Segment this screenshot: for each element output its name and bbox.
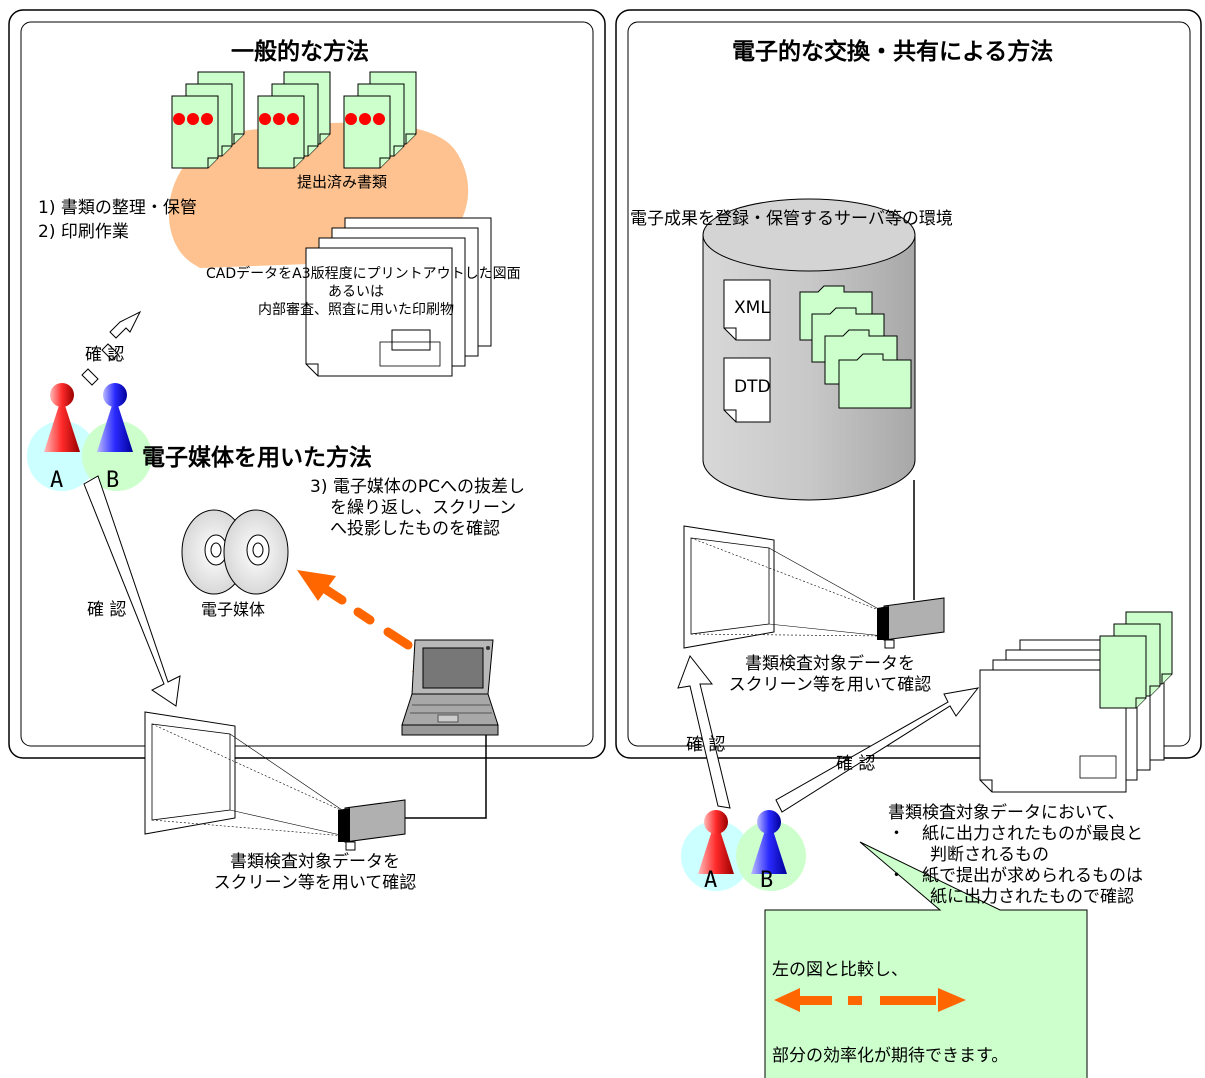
screen-caption-left-line2: スクリーン等を用いて確認 [213, 873, 417, 893]
person-a-left-label: A [50, 468, 64, 493]
comparison-callout [764, 841, 1088, 1078]
printout-caption-line1: CADデータをA3版程度にプリントアウトした図面 [206, 266, 521, 282]
person-b-left-label: B [106, 468, 120, 493]
step3-line3: へ投影したものを確認 [330, 519, 500, 539]
electronic-media-discs [181, 509, 289, 595]
submitted-docs-stack-3 [343, 71, 417, 169]
printout-caption-line3: 内部審査、照査に用いた印刷物 [258, 302, 454, 318]
callout-line1: 左の図と比較し、 [772, 960, 908, 980]
confirm-left-label: 確 認 [686, 735, 726, 755]
media-method-title: 電子媒体を用いた方法 [142, 445, 372, 471]
paper-printout-stack [979, 611, 1173, 793]
printed-drawings-stack [305, 217, 492, 377]
confirm-arrow-up [677, 654, 731, 809]
step3-text: 3) 電子媒体のPCへの抜差し を繰り返し、スクリーン へ投影したものを確認 [310, 477, 525, 540]
person-a-right-label: A [704, 868, 718, 893]
step1-text: 1) 書類の整理・保管 [38, 198, 197, 218]
callout-double-arrow [774, 988, 966, 1012]
confirm-arrow-top [81, 310, 142, 386]
submitted-docs-stack-2 [257, 71, 331, 169]
paper-note: 書類検査対象データにおいて、 ・ 紙に出力されたものが最良と 判断されるもの ・… [888, 803, 1143, 908]
screen-caption-right: 書類検査対象データを スクリーン等を用いて確認 [680, 654, 980, 696]
confirm-top-label: 確 認 [85, 345, 125, 365]
screen-caption-right-line1: 書類検査対象データを [745, 654, 915, 674]
printout-caption: CADデータをA3版程度にプリントアウトした図面 あるいは 内部審査、照査に用い… [206, 265, 521, 319]
left-panel-title: 一般的な方法 [231, 39, 369, 65]
paper-note-bullet1-line2: 判断されるもの [930, 845, 1049, 865]
person-a-right [681, 810, 751, 891]
laptop-cable [404, 735, 487, 819]
paper-note-bullet2-line2: 紙に出力されたもので確認 [930, 887, 1134, 907]
step2-text: 2) 印刷作業 [38, 222, 129, 242]
step3-line2: を繰り返し、スクリーン [330, 498, 517, 518]
submitted-docs-stack-1 [171, 71, 245, 169]
screen-caption-right-line2: スクリーン等を用いて確認 [728, 675, 932, 695]
left-panel-frame [8, 9, 606, 759]
confirm-arrow-mid [83, 475, 181, 707]
person-b-right-label: B [760, 868, 774, 893]
person-b-left [82, 383, 152, 491]
person-a-left [27, 383, 97, 491]
dtd-file-icon [723, 357, 771, 423]
step3-line1: 3) 電子媒体のPCへの抜差し [310, 477, 525, 497]
xml-label: XML [734, 298, 770, 318]
submitted-docs-label: 提出済み書類 [297, 173, 388, 191]
person-b-right [736, 810, 806, 891]
paper-note-bullet2-line1: ・ 紙で提出が求められるものは [888, 866, 1143, 886]
right-panel-frame [615, 9, 1202, 759]
confirm-mid-label: 確 認 [87, 600, 127, 620]
dtd-label: DTD [734, 377, 771, 397]
screen-caption-left: 書類検査対象データを スクリーン等を用いて確認 [150, 852, 480, 894]
projector-screen-right [683, 525, 945, 649]
printout-caption-line2: あるいは [328, 284, 384, 300]
xml-file-icon [723, 279, 771, 341]
screen-caption-left-line1: 書類検査対象データを [230, 852, 400, 872]
laptop [401, 639, 499, 736]
server-label: 電子成果を登録・保管するサーバ等の環境 [630, 209, 953, 229]
paper-note-line1: 書類検査対象データにおいて、 [888, 803, 1125, 823]
paper-note-bullet1-line1: ・ 紙に出力されたものが最良と [888, 824, 1143, 844]
confirm-arrow-to-paper [775, 687, 980, 813]
confirm-right-label: 確 認 [836, 754, 876, 774]
media-label: 電子媒体 [201, 600, 266, 619]
callout-line2: 部分の効率化が期待できます。 [772, 1046, 1009, 1066]
right-panel-title: 電子的な交換・共有による方法 [732, 39, 1054, 65]
projector-screen-left [144, 711, 406, 851]
